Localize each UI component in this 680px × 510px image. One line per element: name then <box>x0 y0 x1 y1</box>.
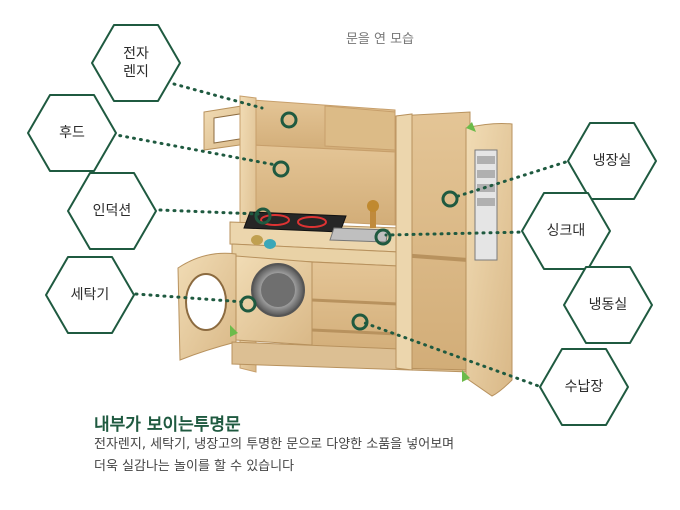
label-storage-text: 수납장 <box>564 379 604 395</box>
hexagon-shape <box>67 172 157 250</box>
hexagon-shape <box>563 266 653 344</box>
hexagon-shape <box>91 24 181 102</box>
label-fridge: 냉장실 <box>566 120 658 202</box>
target-hood <box>272 160 290 178</box>
target-sink <box>374 228 392 246</box>
description-line-1: 전자렌지, 세탁기, 냉장고의 투명한 문으로 다양한 소품을 넣어보며 <box>94 437 455 452</box>
washer-door <box>177 252 238 361</box>
fridge-cabinet <box>395 111 471 371</box>
label-hood-text: 후드 <box>59 125 85 141</box>
label-fridge-text: 냉장실 <box>592 153 632 169</box>
label-freezer: 냉동실 <box>562 264 654 346</box>
label-induction: 인덕션 <box>66 170 158 252</box>
label-freezer-text: 냉동실 <box>588 297 628 313</box>
hexagon-shape <box>45 256 135 334</box>
target-washer <box>239 295 257 313</box>
open-view-caption: 문을 연 모습 <box>345 32 415 47</box>
label-washer-text: 세탁기 <box>70 287 110 303</box>
target-fridge <box>441 190 459 208</box>
target-storage <box>351 313 369 331</box>
label-sink-text: 싱크대 <box>546 223 586 239</box>
label-microwave-text: 전자 렌지 <box>123 46 149 80</box>
description-line-2: 더욱 실감나는 놀이를 할 수 있습니다 <box>94 459 295 474</box>
washer-cabinet <box>235 255 313 346</box>
label-microwave: 전자 렌지 <box>90 22 182 104</box>
feature-description: 전자렌지, 세탁기, 냉장고의 투명한 문으로 다양한 소품을 넣어보며 더욱 … <box>94 434 554 478</box>
label-washer: 세탁기 <box>44 254 136 336</box>
hexagon-shape <box>539 348 629 426</box>
hexagon-shape <box>27 94 117 172</box>
label-sink: 싱크대 <box>520 190 612 272</box>
feature-headline: 내부가 보이는투명문 <box>94 415 241 435</box>
label-induction-text: 인덕션 <box>92 203 132 219</box>
target-microwave <box>280 111 298 129</box>
storage-shelves <box>311 261 399 359</box>
label-storage: 수납장 <box>538 346 630 428</box>
target-induction <box>254 207 272 225</box>
hexagon-shape <box>567 122 657 200</box>
label-hood: 후드 <box>26 92 118 174</box>
